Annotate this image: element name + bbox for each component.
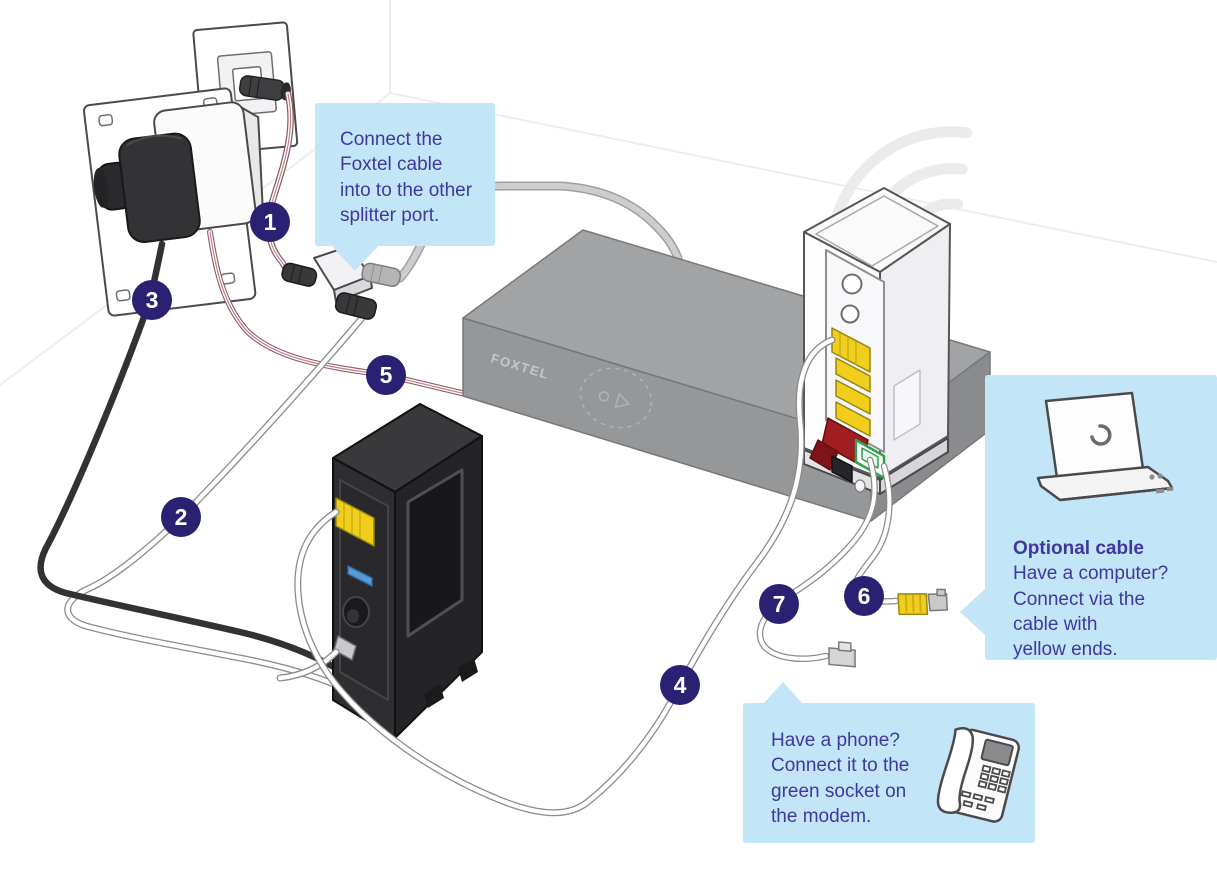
connection-box [332, 403, 483, 739]
step-marker-4: 4 [660, 665, 700, 705]
cable-coax-wall-to-splitter [265, 90, 294, 276]
ethernet-port-yellow [335, 497, 375, 547]
cable-box-power-stub [276, 648, 340, 682]
phone-icon [936, 727, 1021, 823]
step-number: 1 [263, 208, 277, 235]
ethernet-plug-yellow-end [897, 588, 949, 616]
callout-phone-pointer [763, 682, 803, 704]
wps-button [841, 273, 863, 295]
step-number: 7 [772, 590, 786, 617]
step-marker-6: 6 [844, 576, 884, 616]
step-marker-7: 7 [759, 584, 799, 624]
step-number: 4 [673, 671, 687, 698]
phone-plug-rj11 [828, 641, 856, 668]
port-black [831, 455, 853, 483]
cable-white-splitter-to-box [64, 314, 376, 706]
laptop-icon [1036, 391, 1174, 502]
callout-optional-pointer [960, 588, 986, 636]
callout-splitter: Connect the Foxtel cable into to the oth… [315, 103, 495, 246]
step-marker-3: 3 [132, 280, 172, 320]
callout-splitter-pointer [330, 244, 380, 271]
label-plate [893, 369, 921, 441]
step-number: 3 [145, 286, 159, 313]
callout-phone-text: Have a phone? Connect it to the green so… [771, 730, 910, 827]
modem [803, 187, 951, 495]
ethernet-ports-yellow [835, 357, 871, 437]
step-number: 5 [379, 361, 393, 388]
callout-splitter-text: Connect the Foxtel cable into to the oth… [340, 129, 473, 226]
step-number: 2 [174, 503, 188, 530]
ethernet-plug-yellow [831, 327, 871, 373]
reset-button [840, 304, 860, 324]
step-marker-5: 5 [366, 355, 406, 395]
base-notch [854, 479, 866, 493]
callout-phone: Have a phone? Connect it to the green so… [743, 703, 1035, 843]
power-plug [333, 635, 357, 661]
cable-ethernet-box-to-modem [294, 336, 836, 817]
standby-icon [579, 367, 653, 429]
step-marker-2: 2 [161, 497, 201, 537]
callout-optional-cable: Optional cable Have a computer? Connect … [985, 375, 1217, 660]
cable-black-power [37, 240, 370, 692]
power-adapter-black [93, 132, 201, 243]
callout-optional-text: Have a computer? Connect via the cable w… [1013, 563, 1169, 661]
step-number: 6 [857, 582, 871, 609]
step-marker-1: 1 [250, 202, 290, 242]
callout-optional-title: Optional cable [1013, 538, 1144, 559]
usb-port-blue [347, 565, 373, 587]
